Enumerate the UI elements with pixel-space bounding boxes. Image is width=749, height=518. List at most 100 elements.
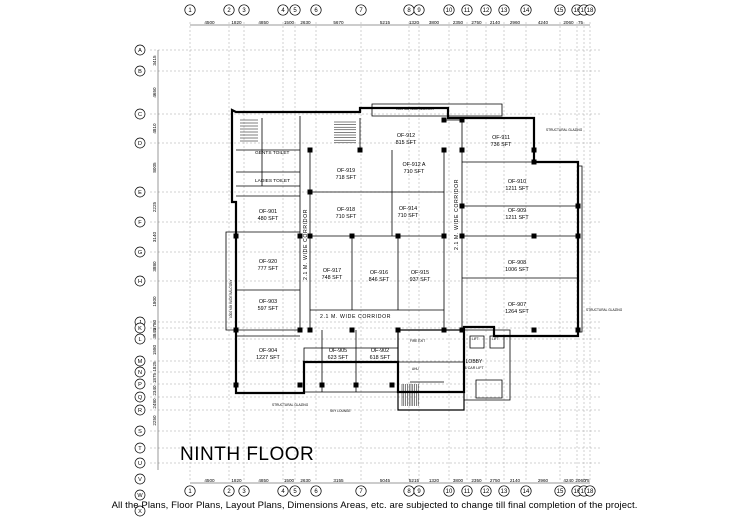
row-bubble-V: V	[134, 473, 146, 485]
row-bubble-F: F	[134, 216, 146, 228]
office-area: 710 SFT	[336, 214, 357, 220]
gents-toilet-label: GENTS TOILET	[255, 150, 290, 156]
row-bubble-X: X	[134, 505, 146, 517]
column-bubble-18-bottom: 18	[584, 485, 596, 497]
column-bubble-14-top: 14	[520, 4, 532, 16]
svg-text:P: P	[138, 382, 142, 388]
structural-column	[233, 233, 239, 239]
office-name: OF-911	[492, 135, 510, 141]
svg-text:15: 15	[557, 489, 564, 495]
svg-text:8: 8	[407, 8, 411, 14]
office-area: 846 SFT	[369, 277, 390, 283]
row-bubble-C: C	[134, 108, 146, 120]
column-bubble-14-bottom: 14	[520, 485, 532, 497]
column-bubble-5-top: 5	[289, 4, 301, 16]
corridor-horizontal-label: 2.1 M. WIDE CORRIDOR	[320, 314, 391, 320]
svg-text:9: 9	[417, 489, 421, 495]
dimension-value: 2960	[538, 478, 549, 483]
dimension-value: 3845	[152, 328, 157, 339]
dimension-value: 1500	[284, 478, 295, 483]
row-bubble-B: B	[134, 65, 146, 77]
column-bubble-18-top: 18	[584, 4, 596, 16]
column-bubble-4-top: 4	[277, 4, 289, 16]
column-grid-bubbles: 1122334455667788991010111112121313141415…	[184, 4, 596, 497]
dimension-value: 3800	[453, 478, 464, 483]
svg-text:8: 8	[407, 489, 411, 495]
svg-text:A: A	[138, 48, 142, 54]
office-name: OF-908	[508, 260, 526, 266]
svg-text:12: 12	[483, 8, 490, 14]
dimension-value: 4850	[258, 478, 269, 483]
balcony-top	[371, 103, 503, 117]
dimension-value: 5215	[409, 478, 420, 483]
column-bubble-3-top: 3	[238, 4, 250, 16]
column-bubble-6-top: 6	[310, 4, 322, 16]
glazing-label-2: STRUCTURAL GLAZING	[586, 308, 623, 312]
svg-text:G: G	[138, 250, 142, 256]
row-bubble-Q: Q	[134, 391, 146, 403]
svg-text:18: 18	[587, 8, 594, 14]
office-area: 1211 SFT	[505, 215, 529, 221]
column-bubble-8-bottom: 8	[403, 485, 415, 497]
office-name: OF-919	[337, 168, 355, 174]
office-area: 1211 SFT	[505, 186, 529, 192]
dimension-value: 2630	[300, 20, 311, 25]
svg-text:N: N	[138, 370, 142, 376]
row-bubble-G: G	[134, 246, 146, 258]
structural-column	[353, 382, 359, 388]
column-bubble-7-bottom: 7	[355, 485, 367, 497]
structural-column	[389, 382, 395, 388]
svg-text:13: 13	[501, 8, 508, 14]
svg-text:17: 17	[581, 8, 588, 14]
row-bubble-L: L	[134, 333, 146, 345]
structural-column	[531, 233, 537, 239]
row-bubble-U: U	[134, 457, 146, 469]
svg-text:9: 9	[417, 8, 421, 14]
office-name: OF-909	[508, 208, 526, 214]
glazing-label-3: STRUCTURAL GLAZING	[272, 403, 309, 407]
dimension-value: 1320	[429, 478, 440, 483]
office-name: OF-903	[259, 299, 277, 305]
dimension-value: 3780	[152, 319, 157, 330]
column-bubble-10-top: 10	[443, 4, 455, 16]
svg-text:11: 11	[464, 489, 471, 495]
svg-text:5: 5	[293, 8, 297, 14]
structural-columns	[233, 117, 581, 388]
svg-text:10: 10	[446, 489, 453, 495]
dimension-value: 8005	[152, 162, 157, 173]
row-bubble-A: A	[134, 44, 146, 56]
structural-column	[307, 147, 313, 153]
dimension-value: 3880	[152, 261, 157, 272]
column-bubble-1-bottom: 1	[184, 485, 196, 497]
dimension-value: 2750	[490, 478, 501, 483]
svg-text:11: 11	[464, 8, 471, 14]
svg-text:16: 16	[574, 489, 581, 495]
lift-label-2: LIFT	[492, 337, 499, 341]
svg-text:3: 3	[242, 489, 246, 495]
svg-text:F: F	[138, 220, 142, 226]
disclaimer-text: All the Plans, Floor Plans, Layout Plans…	[111, 500, 638, 511]
dimension-value: 3800	[429, 20, 440, 25]
dimension-value: 4810	[152, 123, 157, 134]
dimension-value: 2960	[510, 20, 521, 25]
